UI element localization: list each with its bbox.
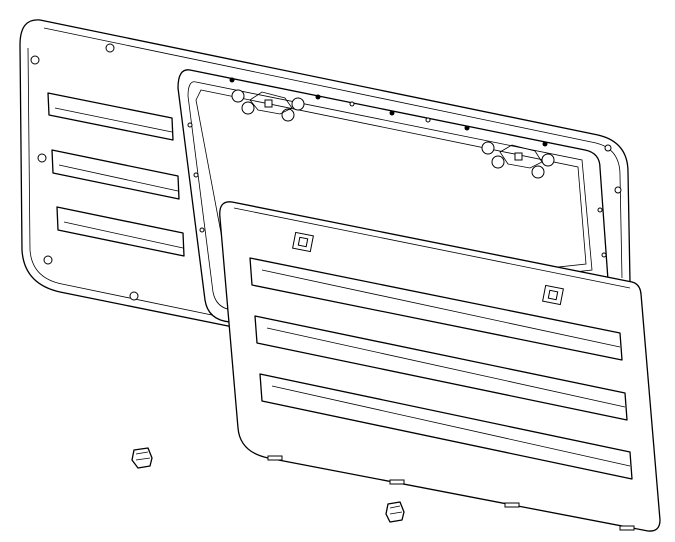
grille-bottom-tabs [267,455,635,531]
back-plate-slots [47,92,185,257]
grille-latches [292,231,564,306]
grille-slots [249,257,633,480]
frame-holes [187,77,607,258]
frame-mounting-bosses [231,89,555,179]
retaining-clip-right [385,501,405,523]
front-grille-panel [219,201,661,532]
retaining-clip-left [131,447,153,469]
